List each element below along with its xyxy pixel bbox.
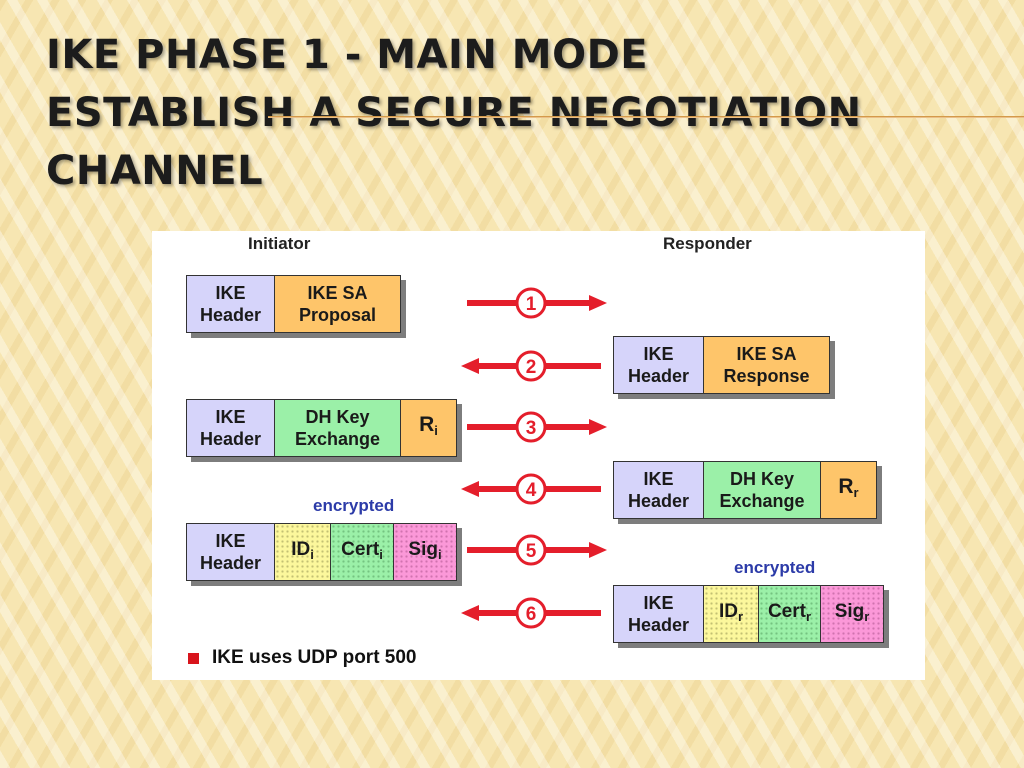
arrow-step-3-number: 3	[526, 418, 537, 439]
arrow-step-5: 5	[467, 534, 607, 566]
message-5-id-i: IDi	[275, 524, 331, 580]
udp-port-note-text: IKE uses UDP port 500	[212, 647, 417, 668]
message-6-cert-r: Certr	[759, 586, 821, 642]
arrow-step-3: 3	[467, 411, 607, 443]
arrow-step-2-number: 2	[526, 357, 537, 378]
message-3-nonce-ri: Ri	[401, 400, 456, 456]
arrow-step-6-number: 6	[526, 604, 537, 625]
encrypted-label-responder: encrypted	[734, 558, 816, 577]
udp-port-note: IKE uses UDP port 500	[188, 647, 417, 669]
encrypted-label-initiator: encrypted	[313, 496, 395, 515]
arrow-step-2: 2	[461, 350, 601, 382]
responder-label: Responder	[663, 234, 752, 253]
title-divider-shade	[268, 117, 1024, 118]
message-4-nonce-rr: Rr	[821, 462, 876, 518]
bullet-square-icon	[188, 652, 199, 664]
slide-title-line-3: channel	[46, 148, 264, 194]
arrow-step-1: 1	[467, 287, 607, 319]
initiator-label: Initiator	[248, 234, 311, 253]
title-divider	[268, 116, 1024, 117]
slide-title-line-2: Establish a secure negotiation	[46, 90, 862, 136]
arrow-step-4: 4	[461, 473, 601, 505]
arrow-step-5-number: 5	[526, 541, 537, 562]
message-6-sig-r: Sigr	[821, 586, 883, 642]
arrow-step-6: 6	[461, 597, 601, 629]
arrow-step-4-number: 4	[526, 480, 537, 501]
message-5-sig-i: Sigi	[394, 524, 456, 580]
message-6-id-r: IDr	[704, 586, 759, 642]
message-5-cert-i: Certi	[331, 524, 394, 580]
arrow-step-1-number: 1	[526, 294, 537, 315]
slide-title: IKE Phase 1 - Main Mode Establish a secu…	[46, 26, 862, 200]
slide-title-line-1: IKE Phase 1 - Main Mode	[46, 32, 649, 78]
